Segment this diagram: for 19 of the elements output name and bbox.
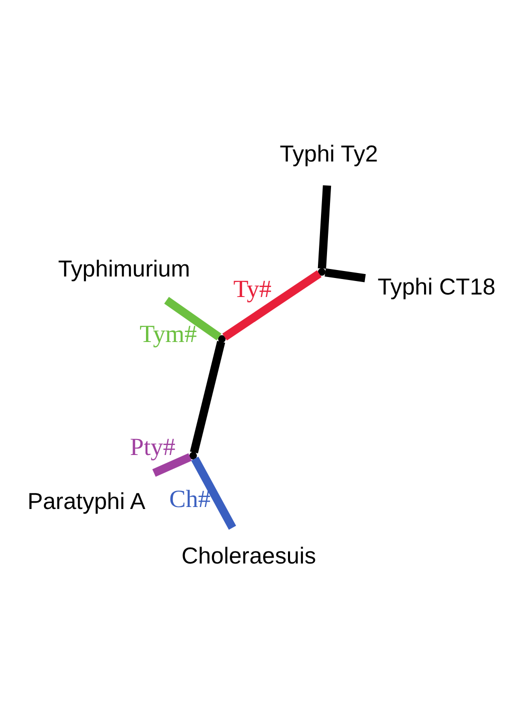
node-text: Paratyphi A	[26, 487, 145, 514]
edge-label: Ch#	[168, 486, 210, 513]
node-text: Typhi CT18	[377, 272, 495, 299]
node-point	[218, 334, 226, 342]
node-text: Choleraesuis	[180, 542, 316, 568]
connector	[189, 340, 225, 453]
connector	[190, 456, 236, 530]
node-point	[317, 268, 326, 276]
connector	[317, 184, 331, 268]
node-text: Typhimurium	[58, 255, 190, 282]
connector	[152, 452, 192, 476]
edge-label: Tym#	[139, 320, 196, 348]
connector	[324, 268, 366, 282]
node-point	[188, 451, 196, 459]
connector	[222, 270, 322, 340]
node-text: Typhi Ty2	[279, 140, 378, 166]
connector	[164, 296, 221, 340]
edge-label: Ty#	[232, 275, 271, 302]
edge-label: Pty#	[130, 434, 175, 461]
